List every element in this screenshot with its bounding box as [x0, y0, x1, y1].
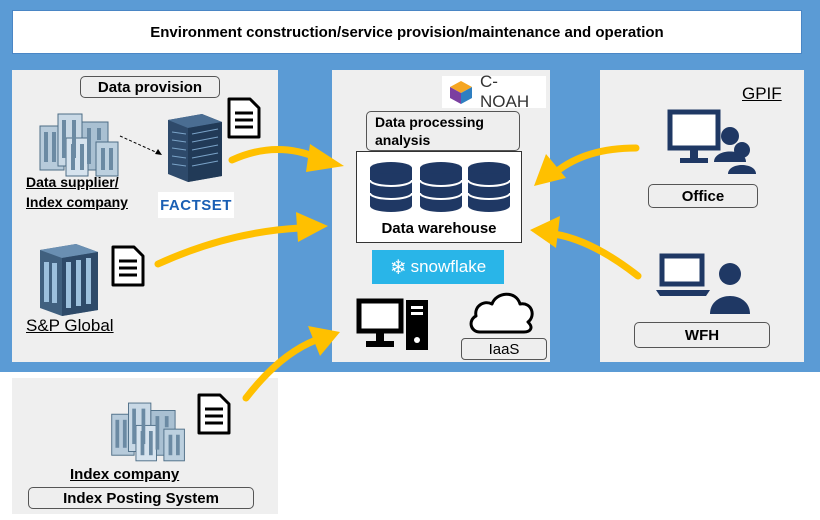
gpif-label: GPIF	[742, 84, 782, 103]
arrow-icon	[552, 144, 640, 176]
arrow-icon	[534, 154, 566, 186]
arrow-icon	[228, 146, 322, 164]
building-cluster-icon	[111, 402, 185, 462]
data-warehouse-label: Data warehouse	[381, 220, 497, 237]
snowflake-glyph-icon: ❄	[389, 256, 407, 279]
document-icon	[227, 97, 261, 139]
index-posting-system-box: Index Posting System	[28, 487, 254, 509]
snowflake-logo-text: snowflake	[410, 257, 487, 276]
factset-logo: FACTSET	[158, 192, 234, 218]
database-icon	[369, 162, 413, 212]
wfh-box: WFH	[634, 322, 770, 348]
sp-building-icon	[40, 244, 98, 316]
cnoah-cube-icon	[450, 81, 472, 104]
database-icon	[419, 162, 463, 212]
office-box: Office	[648, 184, 758, 208]
arrow-icon	[154, 224, 304, 268]
computer-tower-icon	[356, 298, 428, 350]
arrow-icon	[530, 216, 560, 248]
snowflake-logo: ❄ snowflake	[372, 250, 504, 284]
dashed-arrow-icon	[119, 135, 162, 155]
arrow-icon	[242, 336, 320, 402]
cnoah-logo-text: C-NOAH	[480, 72, 530, 111]
iaas-label: IaaS	[461, 338, 547, 360]
laptop-user-icon	[656, 253, 750, 314]
index-company-label: Index company	[70, 466, 180, 483]
data-processing-box: Data processing analysis	[366, 111, 520, 151]
banner-title: Environment construction/service provisi…	[12, 10, 802, 54]
data-supplier-label: Data supplier/ Index company	[26, 174, 128, 210]
office-building-icon	[168, 114, 222, 182]
factset-logo-text: FACTSET	[160, 196, 232, 214]
desktop-user-icon	[667, 109, 756, 174]
arrow-icon	[296, 212, 328, 242]
sp-global-label: S&P Global	[26, 316, 114, 335]
cloud-icon	[469, 292, 534, 334]
cnoah-logo: C-NOAH	[442, 72, 546, 111]
arrow-icon	[308, 326, 340, 356]
data-provision-header: Data provision	[80, 76, 220, 98]
arrow-icon	[550, 230, 642, 280]
document-icon	[197, 393, 231, 435]
database-icon	[467, 162, 511, 212]
building-cluster-icon	[39, 113, 119, 177]
arrow-icon	[306, 144, 344, 172]
document-icon	[111, 245, 145, 287]
